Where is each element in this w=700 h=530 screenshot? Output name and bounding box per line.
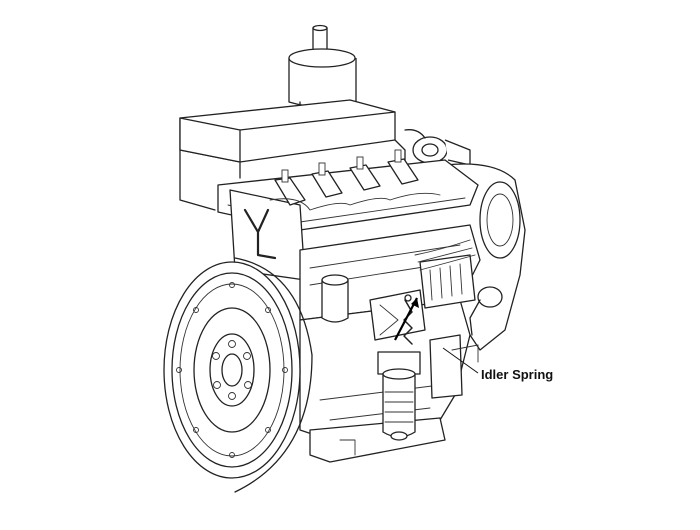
idler-spring-arrow [394, 297, 419, 341]
fuel-filter-canister [377, 351, 421, 441]
flywheel [163, 257, 313, 493]
oil-dipstick [469, 286, 503, 336]
turbocharger [404, 129, 471, 166]
idler-spring-label: Idler Spring [481, 367, 554, 382]
injectors [269, 149, 441, 211]
side-filter [321, 274, 349, 323]
fuel-pump-assembly [369, 239, 479, 399]
top-housing [179, 99, 406, 211]
callout-leader [442, 347, 479, 374]
